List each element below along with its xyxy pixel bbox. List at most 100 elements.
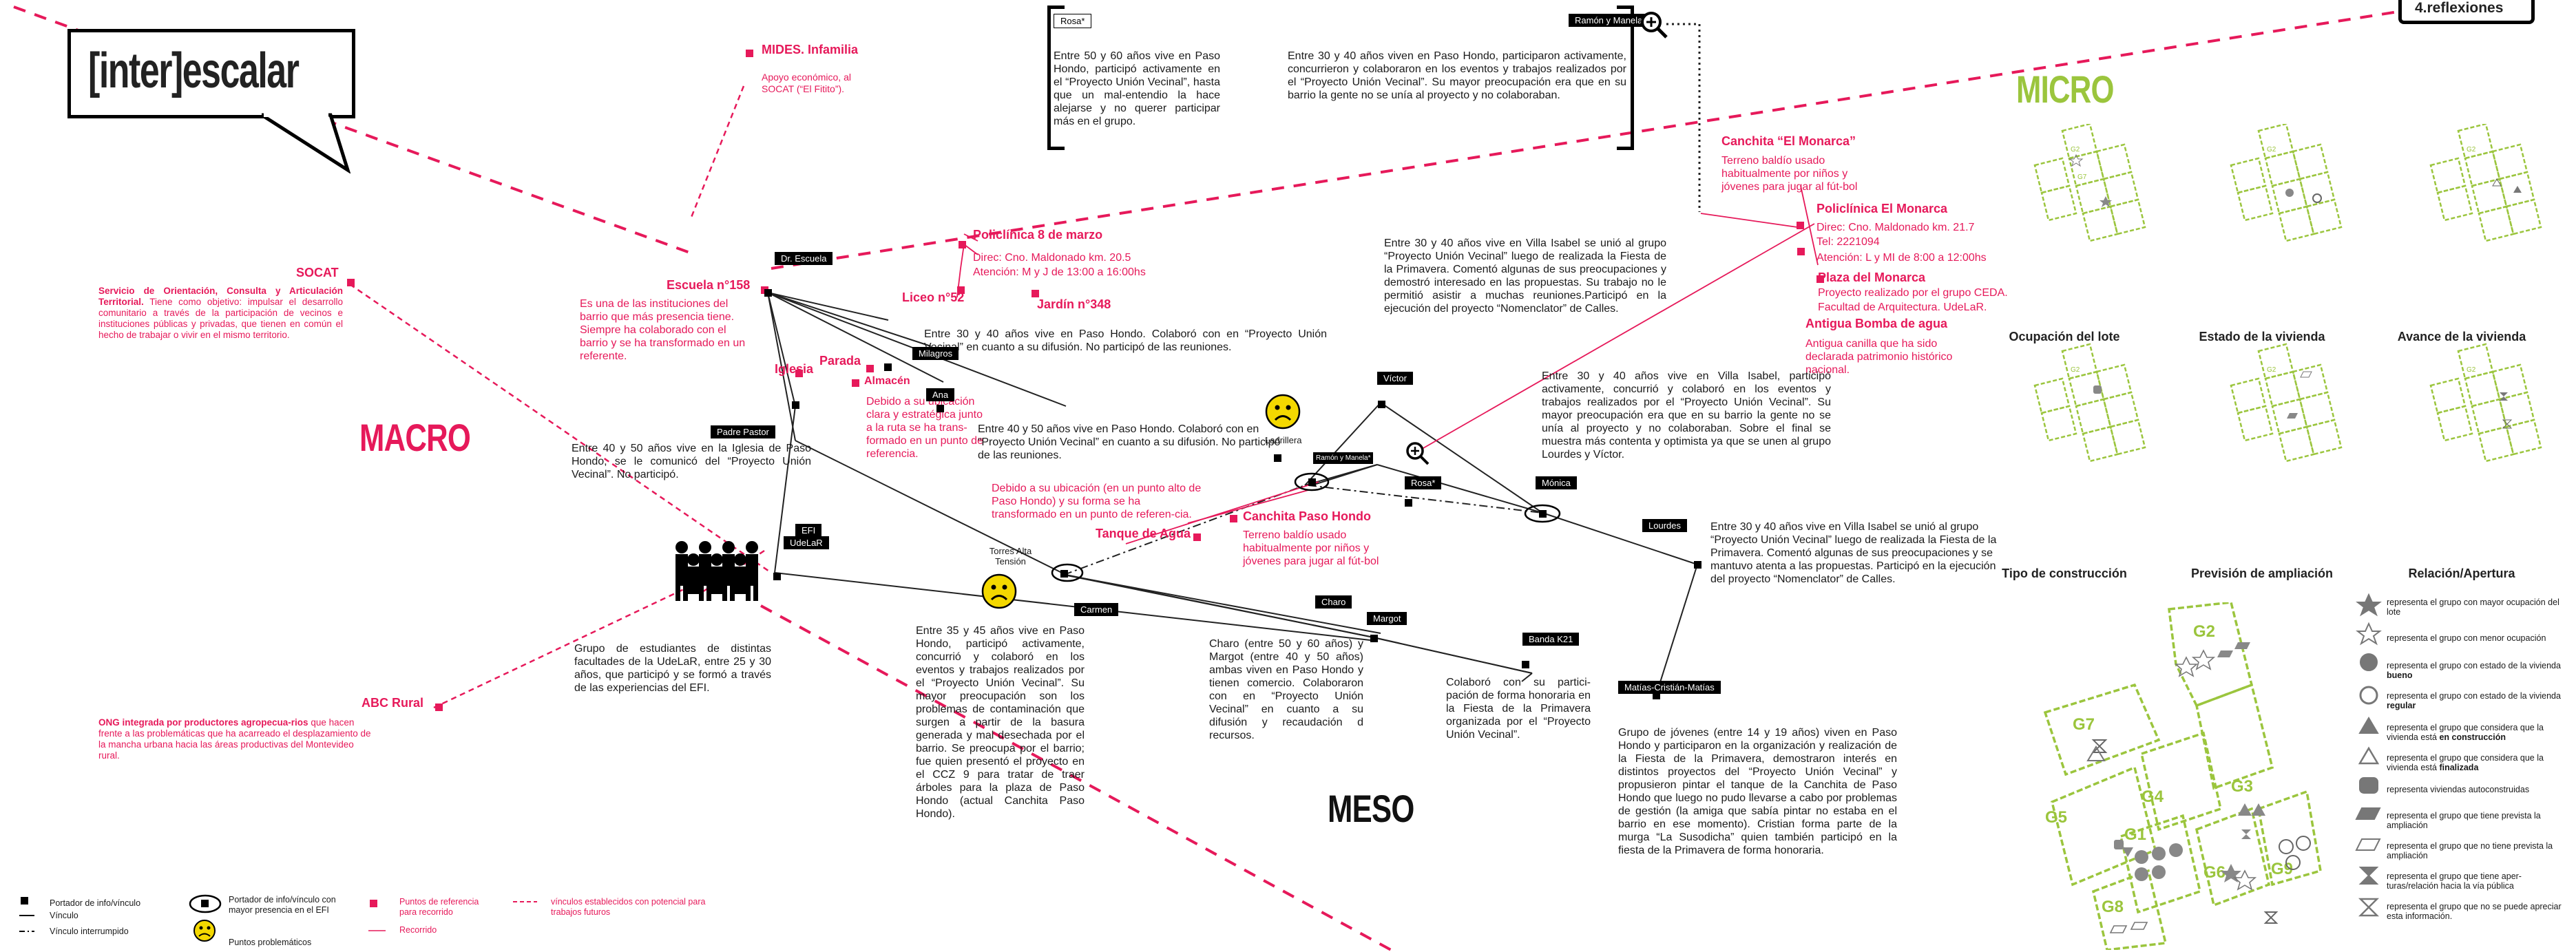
- escuela-title: Escuela n°158: [667, 278, 751, 292]
- socat-text: Servicio de Orientación, Consulta y Arti…: [98, 286, 343, 340]
- plaza-line2: Facultad de Arquitectura. UdeLaR.: [1818, 302, 1987, 313]
- triangle-filled-icon: [2358, 717, 2379, 734]
- poli-monarca-line3: Atención: L y MI de 8:00 a 12:00hs: [1816, 252, 1987, 264]
- zoom-icon[interactable]: [1639, 10, 1669, 40]
- dr-escuela-text: Entre 30 y 40 años vive en Paso Hondo. C…: [924, 328, 1327, 353]
- ana-tag: Ana: [926, 388, 955, 401]
- dr-escuela-tag: Dr. Escuela: [775, 252, 833, 265]
- lourdes-text: Entre 30 y 40 años vive en Villa Isabel …: [1710, 521, 1997, 585]
- sad-face-icon: [1265, 394, 1301, 430]
- svg-text:G8: G8: [2102, 898, 2124, 916]
- micro-caption-1: Ocupación del lote: [2009, 330, 2120, 343]
- micro-main-lots: G2 G7 G5 G4 G3 G1 G6 G9 G8: [2043, 602, 2322, 950]
- micro-legend-11: representa el grupo que no se puede apre…: [2387, 902, 2562, 921]
- micro-legend-9: representa el grupo que no tiene previst…: [2387, 841, 2553, 860]
- tanque-point: [1193, 533, 1201, 541]
- rosa-tag: Rosa*: [1405, 476, 1442, 489]
- micro-legend-3: representa el grupo con estado de la viv…: [2387, 661, 2561, 680]
- hourglass-outline-icon: [2358, 898, 2380, 917]
- svg-text:G2: G2: [2467, 146, 2476, 154]
- mides-point: [746, 50, 753, 57]
- svg-text:G6: G6: [2203, 863, 2226, 882]
- margot-tag: Margot: [1367, 612, 1407, 625]
- parallelogram-filled-icon: [2355, 807, 2381, 820]
- mcm-tag: Matías-Cristián-Matías: [1618, 681, 1721, 694]
- victor-tag: Víctor: [1377, 372, 1413, 385]
- almacen-point: [852, 379, 859, 387]
- canchita-ph-point: [1230, 515, 1237, 522]
- canchita-ph-title: Canchita Paso Hondo: [1243, 509, 1372, 523]
- abc-title: ABC Rural: [362, 696, 424, 710]
- people-group-icon: [676, 541, 758, 601]
- parada-point: [866, 365, 874, 372]
- zoom-icon-small[interactable]: [1405, 441, 1430, 465]
- poli-monarca-line1: Direc: Cno. Maldonado km. 21.7: [1816, 222, 1975, 233]
- svg-text:G7: G7: [2073, 715, 2095, 734]
- parada-label: Parada: [819, 354, 861, 368]
- efi-node: [773, 573, 781, 580]
- abc-text: ONG integrada por productores agropecua-…: [98, 717, 371, 761]
- liceo-point: [957, 286, 965, 294]
- circle-filled-icon: [2360, 653, 2378, 671]
- policlinica-line1: Direc: Cno. Maldonado km. 20.5: [973, 252, 1131, 264]
- plaza-point: [1797, 248, 1805, 255]
- monica-node: [1539, 510, 1547, 518]
- micro-legend-6: representa el grupo que considera que la…: [2387, 753, 2544, 772]
- micro-legend-8: representa el grupo que tiene prevista l…: [2387, 811, 2541, 830]
- canchita-ph-text: Terreno baldío usado habitualmente por n…: [1243, 529, 1379, 567]
- padre-text: Entre 40 y 50 años vive en la Iglesia de…: [572, 443, 811, 480]
- micro-legend-10: representa el grupo que tiene aper-turas…: [2387, 871, 2522, 891]
- svg-text:G3: G3: [2231, 777, 2253, 796]
- banda-node: [1522, 661, 1529, 668]
- plaza-title: Plaza del Monarca: [1818, 271, 1926, 284]
- carmen-tag: Carmen: [1074, 603, 1119, 616]
- section-tab[interactable]: [2398, 0, 2535, 24]
- monica-text: Entre 30 y 40 años vive en Villa Isabel,…: [1542, 370, 1831, 461]
- lourdes-tag: Lourdes: [1642, 519, 1687, 532]
- legend-referencia: Puntos de referencia para recorrido: [399, 897, 479, 917]
- micro-legend-2: representa el grupo con menor ocupación: [2387, 633, 2546, 643]
- legend-problematicos: Puntos problemáticos: [229, 938, 312, 947]
- poli-monarca-title: Policlínica El Monarca: [1816, 202, 1948, 215]
- quote-bracket-ramon: [1617, 6, 1634, 150]
- monica-tag: Mónica: [1536, 476, 1577, 489]
- socat-title: SOCAT: [296, 266, 339, 279]
- victor-text: Entre 30 y 40 años vive en Villa Isabel …: [1384, 237, 1666, 315]
- poli-monarca-line2: Tel: 2221094: [1816, 236, 1880, 248]
- escuela-text: Es una de las instituciones del barrio q…: [580, 298, 746, 362]
- svg-text:G4: G4: [2142, 787, 2164, 806]
- svg-text:G2: G2: [2467, 366, 2476, 374]
- micro-caption-2: Estado de la vivienda: [2199, 330, 2325, 343]
- svg-text:G7: G7: [2077, 173, 2087, 181]
- iglesia-point: [795, 370, 803, 377]
- svg-text:G1: G1: [2124, 825, 2146, 844]
- carmen-text: Entre 35 y 45 años vive en Paso Hondo, p…: [916, 625, 1085, 820]
- padre-node: [792, 401, 799, 409]
- jardin-point: [1032, 290, 1039, 297]
- charo-tag: Charo: [1315, 595, 1352, 609]
- micro-legend-7: representa viviendas autoconstruidas: [2387, 785, 2530, 794]
- policlinica-line2: Atención: M y J de 13:00 a 16:00hs: [973, 266, 1146, 278]
- padre-tag: Padre Pastor: [711, 425, 775, 438]
- circle-outline-icon: [2359, 686, 2378, 705]
- mides-title: MIDES. Infamilia: [762, 43, 859, 56]
- ladrillera-label: Ladrillera: [1265, 435, 1302, 445]
- micro-legend-4: representa el grupo con estado de la viv…: [2387, 691, 2561, 710]
- iglesia-label: Iglesia: [775, 362, 814, 376]
- micro-caption-5: Previsión de ampliación: [2190, 567, 2334, 580]
- micro-caption-4: Tipo de construcción: [2002, 567, 2127, 580]
- bomba-text: Antigua canilla que ha sido declarada pa…: [1805, 338, 1953, 376]
- bomba-title: Antigua Bomba de agua: [1805, 317, 1948, 330]
- poli-monarca-point: [1797, 222, 1804, 229]
- policlinica-point: [959, 241, 966, 248]
- map-legend-symbols: [19, 894, 537, 942]
- liceo-label: Liceo n°52: [902, 290, 965, 304]
- mcm-text: Grupo de jóvenes (entre 14 y 19 años) vi…: [1618, 727, 1897, 856]
- micro-title: MICRO: [2016, 67, 2114, 111]
- quote-tag-ramon: Ramón y Manela*: [1569, 14, 1653, 27]
- ana-node: [936, 405, 944, 412]
- lourdes-node: [1694, 561, 1701, 569]
- milagros-tag: Milagros: [912, 347, 959, 360]
